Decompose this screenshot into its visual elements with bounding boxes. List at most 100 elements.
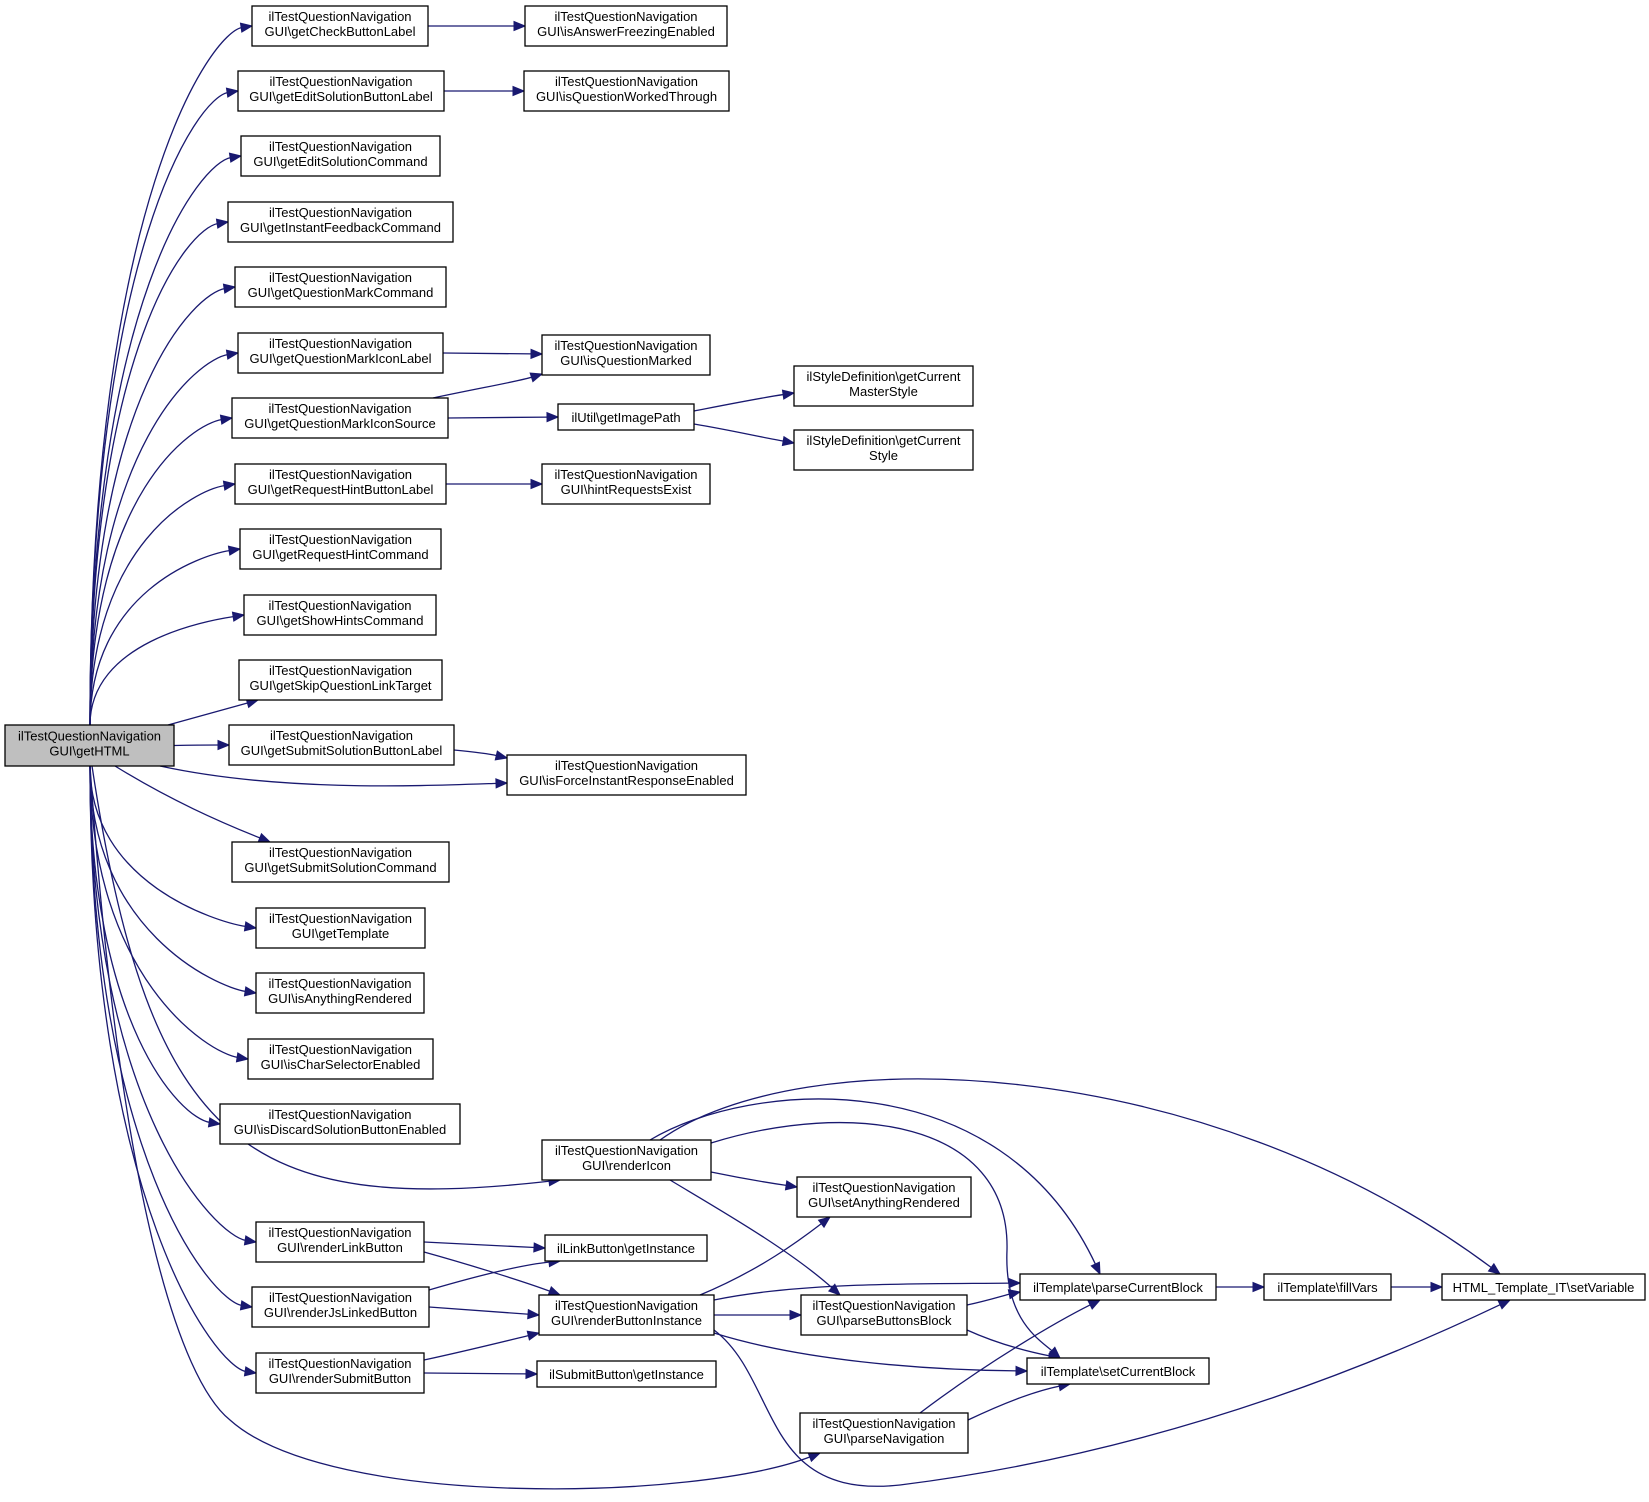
node-is-answer-freezing-enabled[interactable]: ilTestQuestionNavigationGUI\isAnswerFree… bbox=[524, 5, 728, 47]
node-label: ilTestQuestionNavigation bbox=[268, 1225, 411, 1240]
node-render-js-linked-button[interactable]: ilTestQuestionNavigationGUI\renderJsLink… bbox=[251, 1286, 430, 1328]
node-set-variable[interactable]: HTML_Template_IT\setVariable bbox=[1441, 1273, 1646, 1301]
node-get-submit-solution-command[interactable]: ilTestQuestionNavigationGUI\getSubmitSol… bbox=[231, 841, 450, 883]
node-is-char-selector-enabled[interactable]: ilTestQuestionNavigationGUI\isCharSelect… bbox=[247, 1038, 434, 1080]
edge-parsebuttons-parsecurrent bbox=[966, 1289, 1022, 1306]
node-get-show-hints-command[interactable]: ilTestQuestionNavigationGUI\getShowHints… bbox=[243, 594, 437, 636]
edge-line bbox=[89, 222, 219, 726]
node-box bbox=[234, 266, 447, 308]
node-label: ilTestQuestionNavigation bbox=[812, 1298, 955, 1313]
node-box bbox=[255, 907, 426, 949]
node-get-request-hint-button-label[interactable]: ilTestQuestionNavigationGUI\getRequestHi… bbox=[234, 463, 447, 505]
node-parse-buttons-block[interactable]: ilTestQuestionNavigationGUI\parseButtons… bbox=[800, 1294, 968, 1336]
node-is-discard-solution-button-enabled[interactable]: ilTestQuestionNavigationGUI\isDiscardSol… bbox=[219, 1103, 461, 1145]
node-set-current-block[interactable]: ilTemplate\setCurrentBlock bbox=[1026, 1357, 1210, 1385]
node-fill-vars[interactable]: ilTemplate\fillVars bbox=[1263, 1273, 1392, 1301]
node-box bbox=[239, 528, 442, 570]
node-label: ilSubmitButton\getInstance bbox=[549, 1367, 704, 1382]
node-parse-navigation[interactable]: ilTestQuestionNavigationGUI\parseNavigat… bbox=[799, 1412, 969, 1454]
node-get-image-path[interactable]: ilUtil\getImagePath bbox=[557, 403, 695, 431]
edge-renderbutton-parsecurrent bbox=[713, 1277, 1022, 1301]
arrowhead bbox=[530, 348, 544, 360]
node-get-edit-solution-button-label[interactable]: ilTestQuestionNavigationGUI\getEditSolut… bbox=[237, 70, 445, 112]
node-box bbox=[557, 403, 695, 431]
node-parse-current-block[interactable]: ilTemplate\parseCurrentBlock bbox=[1019, 1273, 1217, 1301]
node-get-question-mark-icon-source[interactable]: ilTestQuestionNavigationGUI\getQuestionM… bbox=[231, 397, 449, 439]
node-label: GUI\isAnythingRendered bbox=[268, 991, 412, 1006]
node-label: ilTestQuestionNavigation bbox=[268, 9, 411, 24]
node-label: GUI\getEditSolutionCommand bbox=[253, 154, 427, 169]
node-get-instant-feedback-command[interactable]: ilTestQuestionNavigationGUI\getInstantFe… bbox=[227, 201, 454, 243]
edge-line bbox=[669, 1179, 834, 1289]
node-render-link-button[interactable]: ilTestQuestionNavigationGUI\renderLinkBu… bbox=[255, 1221, 425, 1263]
node-get-submit-solution-button-label[interactable]: ilTestQuestionNavigationGUI\getSubmitSol… bbox=[228, 724, 455, 766]
node-get-question-mark-command[interactable]: ilTestQuestionNavigationGUI\getQuestionM… bbox=[234, 266, 447, 308]
node-label: GUI\getSubmitSolutionCommand bbox=[244, 860, 436, 875]
arrowhead bbox=[1015, 1365, 1029, 1377]
node-submit-get-instance[interactable]: ilSubmitButton\getInstance bbox=[536, 1360, 717, 1388]
node-get-question-mark-icon-label[interactable]: ilTestQuestionNavigationGUI\getQuestionM… bbox=[237, 332, 444, 374]
edge-root-get-show-hints-command bbox=[89, 611, 246, 726]
edge-root-render-submit-button bbox=[89, 765, 258, 1377]
edge-parsenav-setcurrent bbox=[967, 1381, 1072, 1421]
node-label: GUI\isForceInstantResponseEnabled bbox=[519, 773, 734, 788]
arrowhead bbox=[781, 389, 796, 400]
edge-line bbox=[919, 1303, 1092, 1414]
node-get-request-hint-command[interactable]: ilTestQuestionNavigationGUI\getRequestHi… bbox=[239, 528, 442, 570]
node-label: GUI\getQuestionMarkIconLabel bbox=[249, 351, 431, 366]
node-set-anything-rendered[interactable]: ilTestQuestionNavigationGUI\setAnythingR… bbox=[796, 1176, 972, 1218]
node-label: ilTestQuestionNavigation bbox=[269, 205, 412, 220]
edge-line bbox=[114, 765, 261, 839]
arrowhead bbox=[219, 414, 234, 425]
node-get-skip-question-link-target[interactable]: ilTestQuestionNavigationGUI\getSkipQuest… bbox=[238, 659, 443, 701]
node-get-edit-solution-command[interactable]: ilTestQuestionNavigationGUI\getEditSolut… bbox=[240, 135, 441, 177]
node-hint-requests-exist[interactable]: ilTestQuestionNavigationGUI\hintRequests… bbox=[541, 463, 711, 505]
node-link-get-instance[interactable]: ilLinkButton\getInstance bbox=[544, 1234, 708, 1262]
node-label: GUI\renderJsLinkedButton bbox=[264, 1305, 417, 1320]
edge-parsenav-parsecurrent bbox=[919, 1299, 1102, 1414]
node-label: GUI\renderSubmitButton bbox=[269, 1371, 411, 1386]
node-box bbox=[243, 594, 437, 636]
node-get-check-button-label[interactable]: ilTestQuestionNavigationGUI\getCheckButt… bbox=[251, 5, 429, 47]
edge-root-get-question-mark-icon-label bbox=[89, 349, 240, 726]
node-label: GUI\setAnythingRendered bbox=[808, 1195, 960, 1210]
edge-parsecurrent-fillvars bbox=[1216, 1281, 1266, 1293]
node-label: ilTestQuestionNavigation bbox=[554, 467, 697, 482]
node-is-force-instant-response-enabled[interactable]: ilTestQuestionNavigationGUI\isForceInsta… bbox=[506, 754, 747, 796]
arrowhead bbox=[1497, 1299, 1512, 1310]
arrowhead bbox=[494, 750, 509, 761]
node-is-question-marked[interactable]: ilTestQuestionNavigationGUI\isQuestionMa… bbox=[541, 334, 711, 376]
node-box bbox=[251, 1286, 430, 1328]
edge-line bbox=[966, 1329, 1051, 1357]
node-label: ilTemplate\setCurrentBlock bbox=[1041, 1364, 1196, 1379]
node-render-submit-button[interactable]: ilTestQuestionNavigationGUI\renderSubmit… bbox=[255, 1352, 425, 1394]
edge-renderbutton-parsebuttons bbox=[714, 1309, 803, 1321]
edge-hintlabel-exist bbox=[446, 478, 544, 490]
arrowhead bbox=[231, 611, 246, 622]
node-is-question-worked-through[interactable]: ilTestQuestionNavigationGUI\isQuestionWo… bbox=[523, 70, 730, 112]
edge-submitlabel-force bbox=[453, 749, 509, 761]
edge-root-get-question-mark-icon-source bbox=[89, 414, 234, 726]
arrowhead bbox=[546, 411, 560, 423]
node-label: GUI\getEditSolutionButtonLabel bbox=[249, 89, 433, 104]
arrowhead bbox=[1008, 1277, 1022, 1289]
node-label: GUI\getCheckButtonLabel bbox=[264, 24, 415, 39]
node-is-anything-rendered[interactable]: ilTestQuestionNavigationGUI\isAnythingRe… bbox=[255, 972, 425, 1014]
edge-line bbox=[713, 1303, 1502, 1487]
node-label: GUI\getRequestHintCommand bbox=[252, 547, 428, 562]
node-box bbox=[541, 463, 711, 505]
edge-line bbox=[713, 1282, 1011, 1301]
node-render-button-instance[interactable]: ilTestQuestionNavigationGUI\renderButton… bbox=[538, 1294, 715, 1336]
edge-line bbox=[89, 484, 226, 726]
edge-line bbox=[967, 1385, 1061, 1421]
arrowhead bbox=[227, 545, 242, 556]
node-label: ilTestQuestionNavigation bbox=[555, 758, 698, 773]
edge-line bbox=[453, 749, 498, 757]
